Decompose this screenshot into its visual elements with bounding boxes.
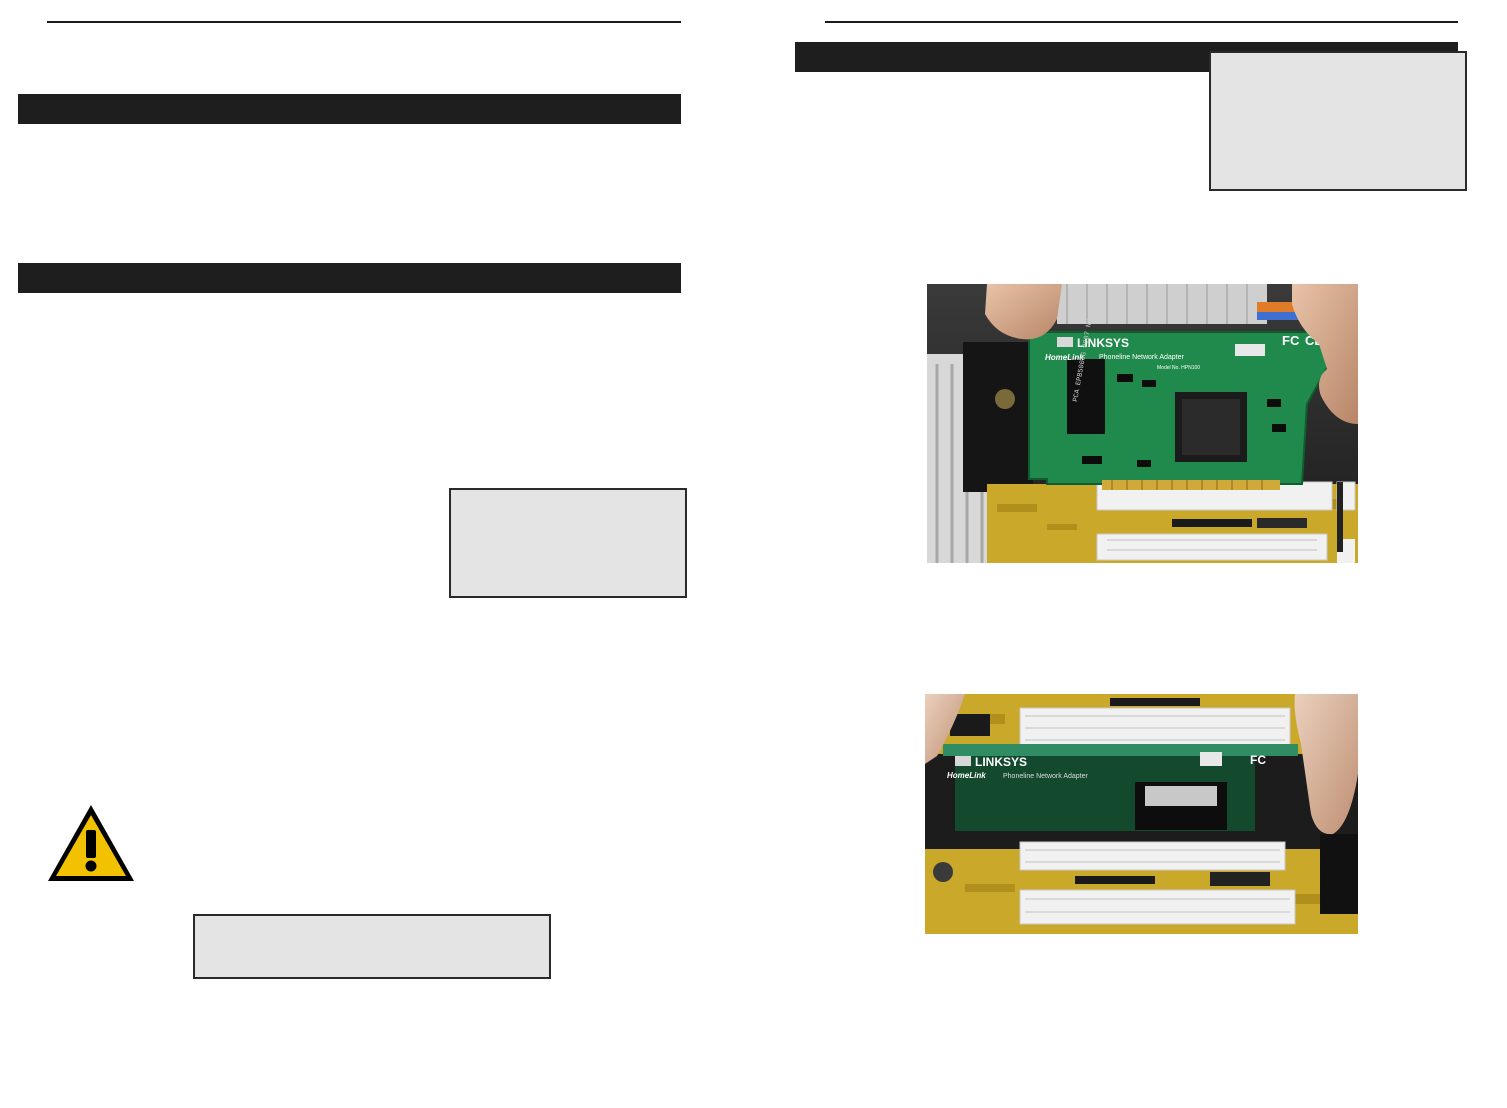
linksys-logo-icon — [1057, 337, 1073, 347]
left-section-header-1 — [18, 94, 681, 124]
left-caution-box — [193, 914, 551, 979]
fcc-mark-2: FC — [1250, 753, 1266, 767]
right-page-top-rule — [825, 21, 1458, 23]
card-product-line-label-2: HomeLink — [947, 771, 986, 780]
card-product-line-label: HomeLink — [1045, 353, 1084, 362]
linksys-logo-icon-2 — [955, 756, 971, 766]
card-product-desc-label-2: Phoneline Network Adapter — [1003, 773, 1088, 780]
card-model-label: Model No. HPN100 — [1157, 365, 1200, 371]
card-insertion-photo-1: LINKSYS HomeLink Phoneline Network Adapt… — [927, 284, 1358, 563]
right-note-box — [1209, 51, 1467, 191]
card-brand-label: LINKSYS — [1077, 336, 1129, 350]
warning-triangle-icon — [48, 805, 134, 881]
card-product-desc-label: Phoneline Network Adapter — [1099, 354, 1184, 361]
left-section-header-2 — [18, 263, 681, 293]
left-note-box — [449, 488, 687, 598]
card-insertion-photo-2: LINKSYS HomeLink Phoneline Network Adapt… — [925, 694, 1358, 934]
left-page-top-rule — [47, 21, 681, 23]
fcc-mark: FC — [1282, 333, 1300, 348]
card-brand-label-2: LINKSYS — [975, 755, 1027, 769]
